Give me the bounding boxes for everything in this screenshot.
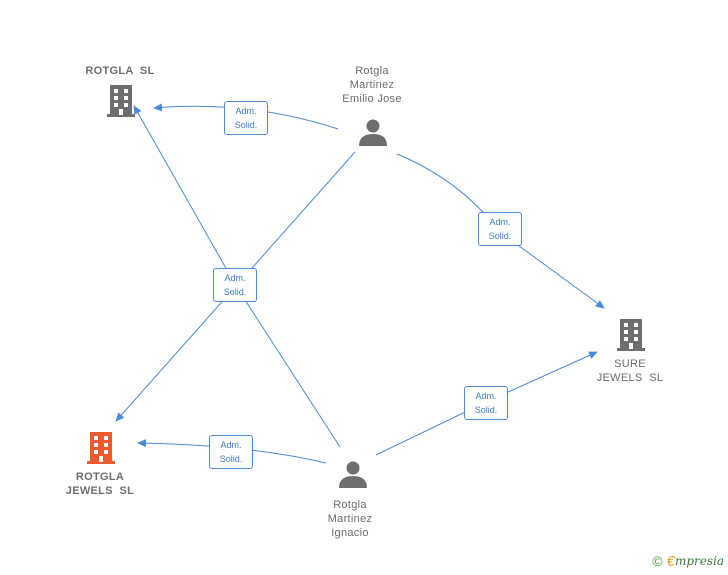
edge-label-line: Adm. bbox=[489, 217, 511, 227]
node-rotgla-jewels-sl-label: ROTGLA JEWELS SL bbox=[50, 470, 150, 498]
edge-label-ignacio-rotgla-jewels[interactable]: Adm. Solid. bbox=[209, 435, 253, 469]
edge-label-line: Solid. bbox=[223, 287, 247, 297]
building-icon[interactable] bbox=[616, 316, 646, 352]
node-line: ROTGLA SL bbox=[85, 65, 155, 77]
node-sure-jewels-sl-label: SURE JEWELS SL bbox=[580, 357, 680, 385]
edge-label-emilio-sure[interactable]: Adm. Solid. bbox=[478, 212, 522, 246]
copyright-symbol: © bbox=[652, 553, 663, 569]
edge-label-line: Solid. bbox=[474, 405, 498, 415]
node-line: Ignacio bbox=[331, 527, 369, 539]
node-line: Emilio Jose bbox=[342, 93, 402, 105]
node-line: ROTGLA bbox=[75, 471, 125, 483]
node-line: Martinez bbox=[349, 79, 395, 91]
node-line: SURE bbox=[614, 358, 646, 370]
node-line: JEWELS SL bbox=[596, 372, 664, 384]
node-line: Rotgla bbox=[333, 499, 367, 511]
node-rotgla-sl-label: ROTGLA SL bbox=[70, 64, 170, 78]
brand-logo-text: mpresia bbox=[674, 554, 724, 568]
node-line: Martinez bbox=[327, 513, 373, 525]
footer-brand: © € mpresia bbox=[652, 551, 724, 571]
edge-label-line: Solid. bbox=[234, 120, 258, 130]
node-ignacio-label: Rotgla Martinez Ignacio bbox=[300, 498, 400, 540]
edge-label-emilio-rotgla-sl[interactable]: Adm. Solid. bbox=[224, 101, 268, 135]
node-line: Rotgla bbox=[355, 65, 389, 77]
node-line: JEWELS SL bbox=[65, 485, 135, 497]
brand-logo-initial: € bbox=[666, 552, 675, 570]
edge-label-line: Adm. bbox=[475, 391, 497, 401]
node-emilio-jose-label: Rotgla Martinez Emilio Jose bbox=[322, 64, 422, 106]
building-icon[interactable] bbox=[86, 429, 116, 465]
edge-label-center[interactable]: Adm. Solid. bbox=[213, 268, 257, 302]
person-icon[interactable] bbox=[338, 459, 368, 489]
building-icon[interactable] bbox=[106, 82, 136, 118]
edge-label-line: Adm. bbox=[235, 106, 257, 116]
person-icon[interactable] bbox=[358, 117, 388, 147]
edge-label-ignacio-sure[interactable]: Adm. Solid. bbox=[464, 386, 508, 420]
edge-label-line: Solid. bbox=[488, 231, 512, 241]
edge-label-line: Adm. bbox=[224, 273, 246, 283]
edge-label-line: Solid. bbox=[219, 454, 243, 464]
edge-label-line: Adm. bbox=[220, 440, 242, 450]
